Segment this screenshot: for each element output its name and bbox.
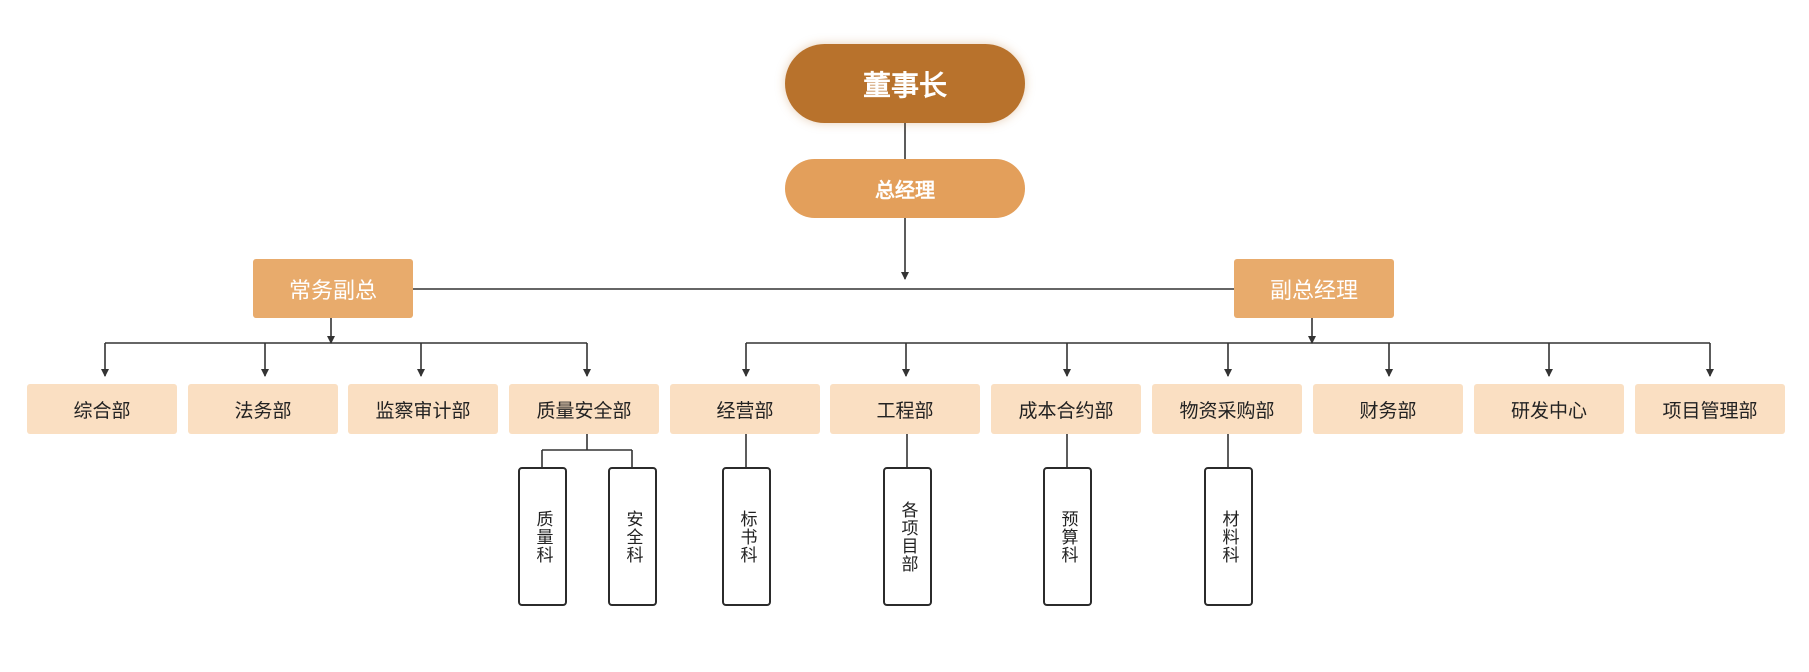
general-manager-node: 总经理 — [785, 159, 1025, 218]
dept-cost-contract: 成本合约部 — [991, 384, 1141, 434]
dept-procurement: 物资采购部 — [1152, 384, 1302, 434]
section-materials: 材料科 — [1204, 467, 1253, 606]
dept-operations: 经营部 — [670, 384, 820, 434]
dept-legal: 法务部 — [188, 384, 338, 434]
section-safety: 安全科 — [608, 467, 657, 606]
dept-project-management: 项目管理部 — [1635, 384, 1785, 434]
section-budget: 预算科 — [1043, 467, 1092, 606]
deputy-gm-node: 副总经理 — [1234, 259, 1394, 318]
dept-general-affairs: 综合部 — [27, 384, 177, 434]
section-quality: 质量科 — [518, 467, 567, 606]
dept-finance: 财务部 — [1313, 384, 1463, 434]
section-projects: 各项目部 — [883, 467, 932, 606]
dept-rnd-center: 研发中心 — [1474, 384, 1624, 434]
executive-vp-node: 常务副总 — [253, 259, 413, 318]
section-bid: 标书科 — [722, 467, 771, 606]
dept-quality-safety: 质量安全部 — [509, 384, 659, 434]
chairman-node: 董事长 — [785, 44, 1025, 123]
dept-audit: 监察审计部 — [348, 384, 498, 434]
dept-engineering: 工程部 — [830, 384, 980, 434]
